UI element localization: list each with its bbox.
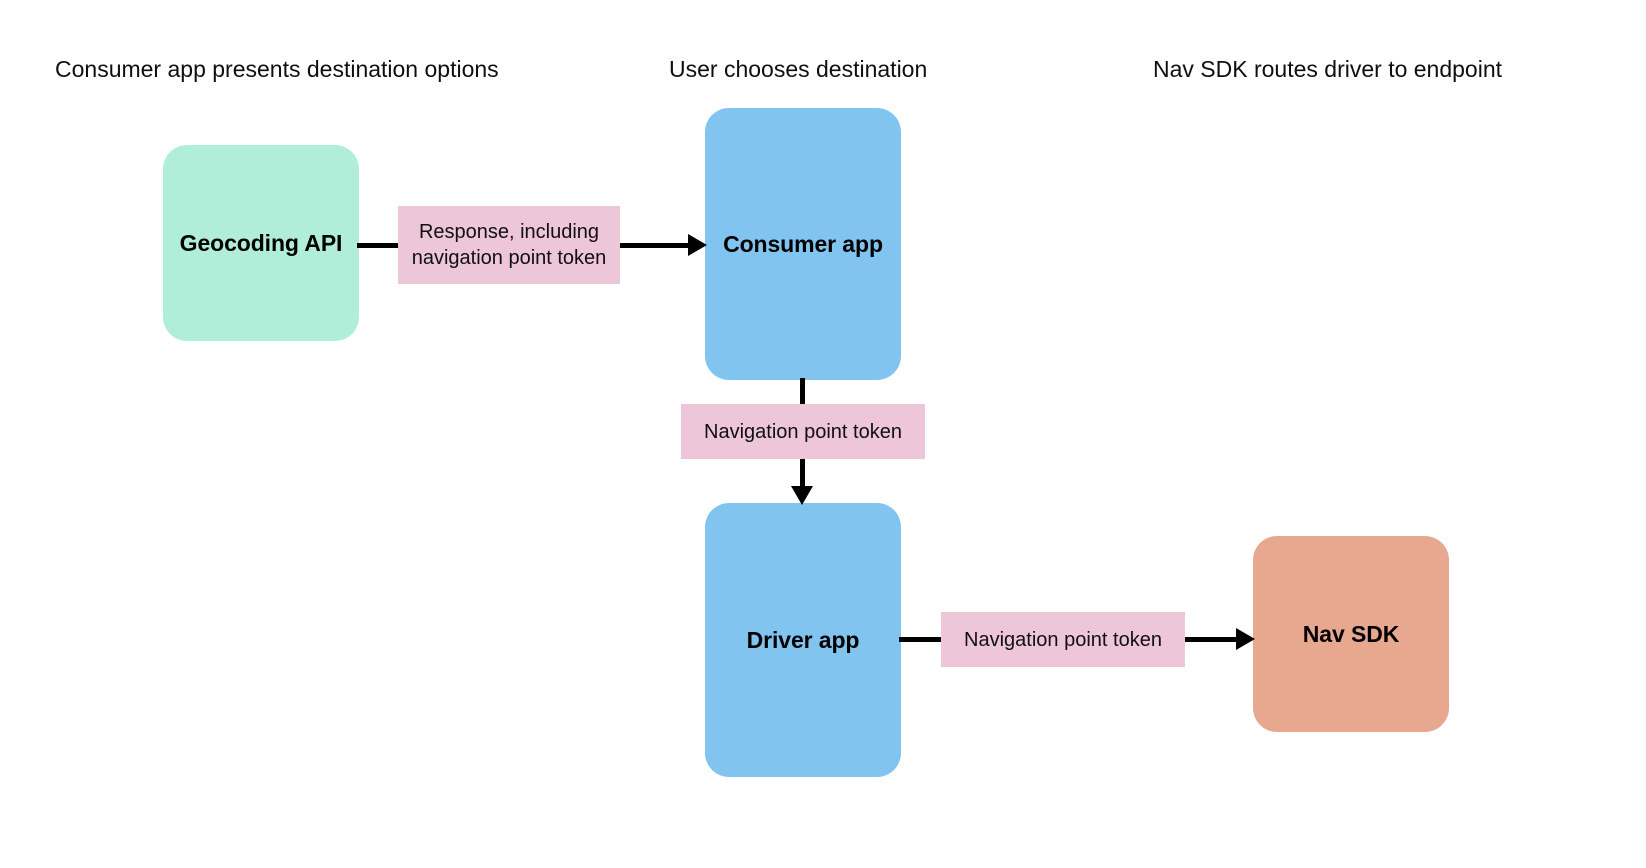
edge-label-consumer-to-driver-text: Navigation point token <box>704 420 902 443</box>
edge-label-driver-to-nav-sdk: Navigation point token <box>941 612 1185 667</box>
connector-label-to-consumer-app <box>617 243 692 248</box>
arrowhead-right-icon <box>688 234 707 256</box>
connector-geocoding-to-label <box>357 243 402 248</box>
node-driver-app[interactable]: Driver app <box>705 503 901 777</box>
node-nav-sdk-label: Nav SDK <box>1302 620 1400 647</box>
connector-driver-app-to-label <box>899 637 945 642</box>
arrowhead-right-icon <box>1236 628 1255 650</box>
edge-label-geocoding-to-consumer-text: Response, including navigation point tok… <box>411 221 607 269</box>
connector-label-to-nav-sdk <box>1182 637 1240 642</box>
column-header-user-choice: User chooses destination <box>669 56 928 82</box>
column-header-nav-sdk: Nav SDK routes driver to endpoint <box>1153 56 1503 82</box>
node-nav-sdk[interactable]: Nav SDK <box>1253 536 1449 732</box>
edge-label-consumer-to-driver: Navigation point token <box>681 404 925 459</box>
column-header-consumer-app: Consumer app presents destination option… <box>55 56 499 82</box>
arrowhead-down-icon <box>791 486 813 505</box>
node-consumer-app-label: Consumer app <box>723 230 883 257</box>
node-geocoding-api-label: Geocoding API <box>179 229 343 256</box>
edge-label-driver-to-nav-sdk-text: Navigation point token <box>964 628 1162 651</box>
node-driver-app-label: Driver app <box>746 626 860 653</box>
node-geocoding-api[interactable]: Geocoding API <box>163 145 359 341</box>
node-consumer-app[interactable]: Consumer app <box>705 108 901 380</box>
edge-label-geocoding-to-consumer: Response, including navigation point tok… <box>398 206 620 284</box>
